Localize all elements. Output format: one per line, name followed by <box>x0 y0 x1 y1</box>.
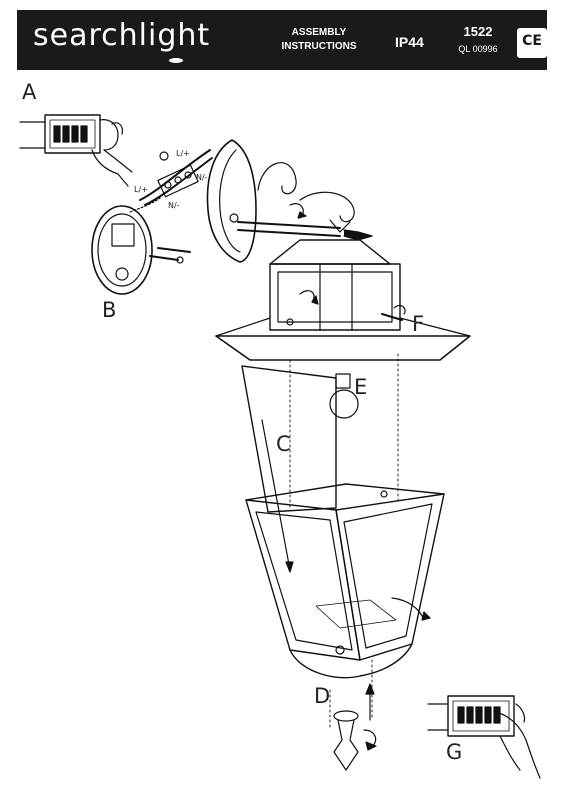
ip-rating: IP44 <box>395 34 424 50</box>
step-label-f: F <box>412 312 425 336</box>
wire-label-live-top: L/+ <box>176 149 190 158</box>
wall-bracket-arm <box>206 139 373 263</box>
terminal-block-wiring <box>129 149 213 213</box>
logo-swoosh-icon <box>169 58 183 63</box>
power-switch-illustration-a <box>19 114 133 187</box>
bottom-finial-d <box>333 683 377 771</box>
assembly-instructions-title: ASSEMBLY INSTRUCTIONS <box>279 26 359 54</box>
wire-label-live-left: L/+ <box>134 185 148 194</box>
assembly-line2: INSTRUCTIONS <box>281 41 357 52</box>
lantern-roof <box>215 239 471 361</box>
step-label-d: D <box>314 684 331 708</box>
step-label-g: G <box>446 740 463 764</box>
wall-mounting-plate-b <box>91 205 191 295</box>
wire-label-neutral-right: N/- <box>196 173 208 182</box>
step-label-c: C <box>276 432 291 456</box>
step-label-a: A <box>22 80 37 104</box>
step-label-b: B <box>102 298 117 322</box>
glass-panel-c <box>241 365 337 573</box>
brand-logo: searchlight <box>33 18 211 53</box>
wire-label-neutral-bottom: N/- <box>168 201 180 210</box>
ce-mark-text: CE <box>522 33 542 49</box>
guide-lines <box>289 353 399 731</box>
model-number: 1522 <box>463 24 493 39</box>
ql-code: QL 00996 <box>458 44 498 54</box>
step-label-e: E <box>354 375 368 399</box>
light-bulb-e <box>329 373 359 419</box>
assembly-line1: ASSEMBLY <box>291 27 347 38</box>
header-bar: searchlight ASSEMBLY INSTRUCTIONS IP44 1… <box>17 10 547 70</box>
ce-mark-icon: CE <box>517 28 547 58</box>
power-switch-illustration-g <box>427 695 541 779</box>
lantern-body <box>245 483 445 679</box>
